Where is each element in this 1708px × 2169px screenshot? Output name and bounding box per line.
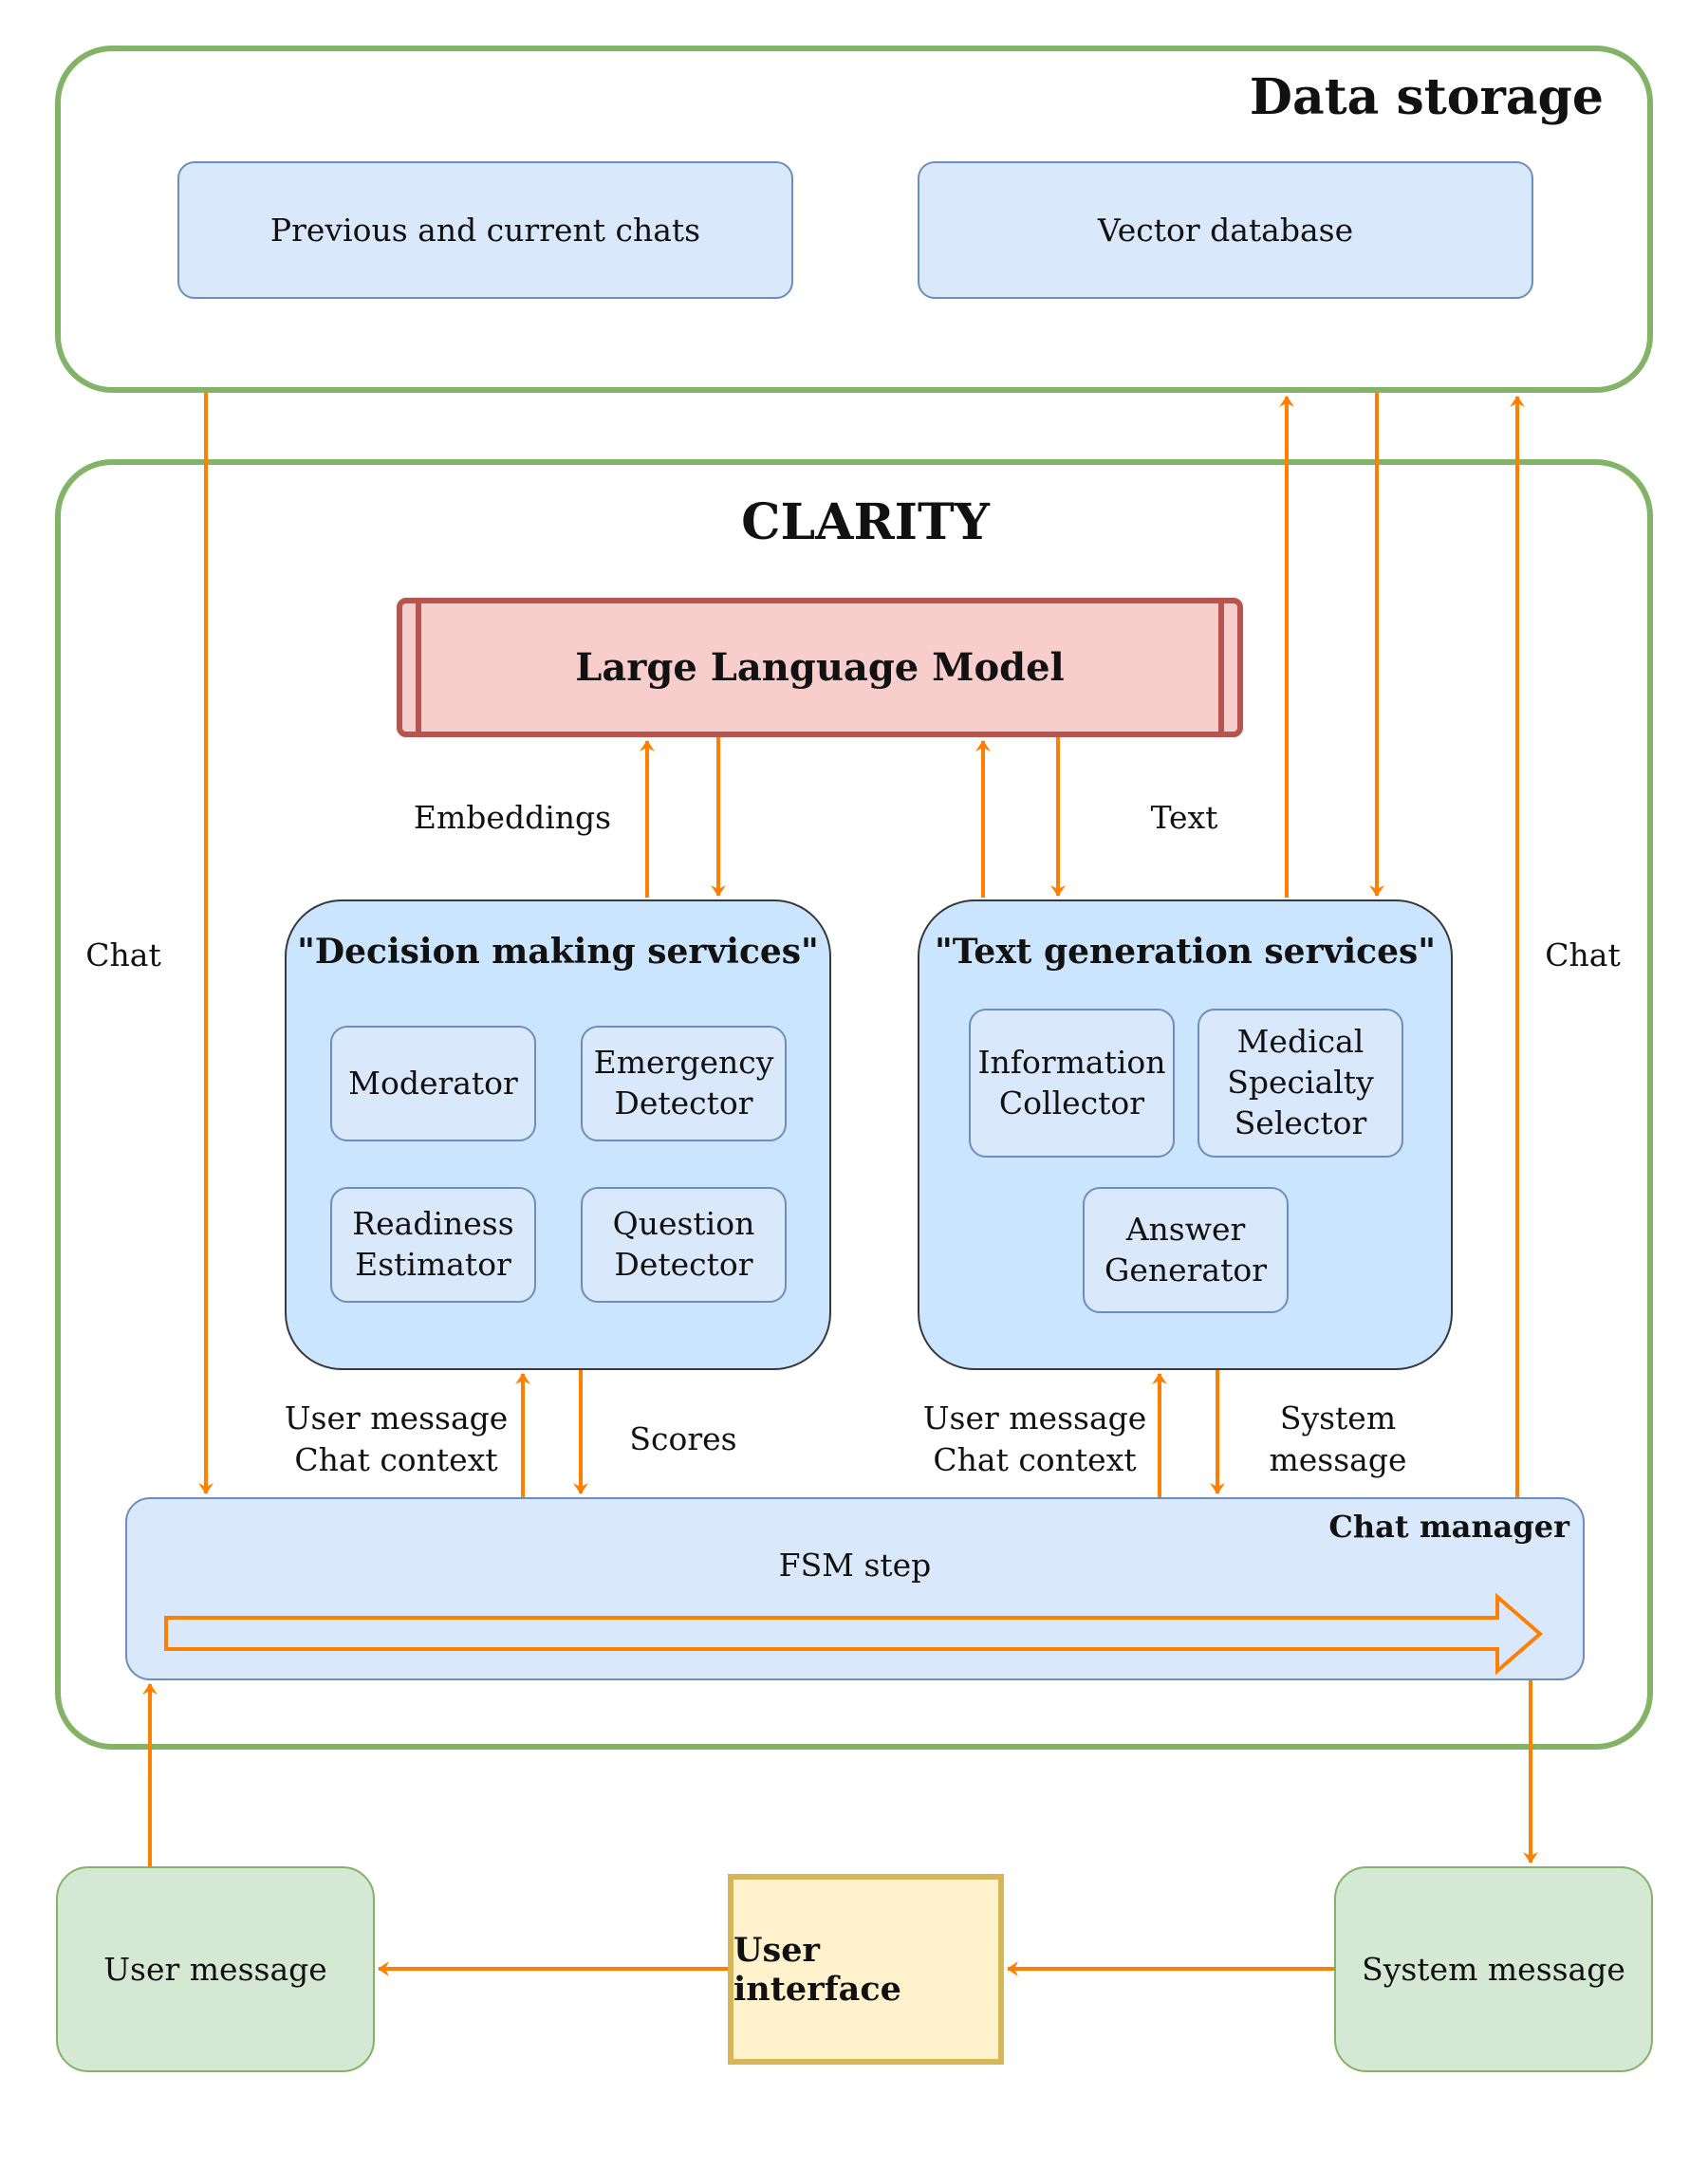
user-interface-box[interactable]: User interface bbox=[728, 1874, 1004, 2065]
llm-right-bar bbox=[1218, 603, 1224, 732]
emergency-detector-box[interactable]: Emergency Detector bbox=[581, 1026, 787, 1141]
moderator-box[interactable]: Moderator bbox=[330, 1026, 536, 1141]
information-collector-box[interactable]: Information Collector bbox=[969, 1009, 1175, 1158]
vector-database-box[interactable]: Vector database bbox=[918, 161, 1533, 299]
dm-input-label: User message Chat context bbox=[284, 1400, 509, 1478]
system-message-box[interactable]: System message bbox=[1334, 1866, 1653, 2072]
answer-generator-box[interactable]: Answer Generator bbox=[1083, 1187, 1289, 1313]
chat-right-label: Chat bbox=[1545, 936, 1621, 973]
chat-left-label: Chat bbox=[85, 936, 161, 973]
user-message-box[interactable]: User message bbox=[56, 1866, 375, 2072]
readiness-estimator-box[interactable]: Readiness Estimator bbox=[330, 1187, 536, 1303]
dm-output-label: Scores bbox=[629, 1420, 737, 1457]
medical-specialty-selector-box[interactable]: Medical Specialty Selector bbox=[1197, 1009, 1403, 1158]
chat-manager-title: Chat manager bbox=[1328, 1509, 1569, 1545]
fsm-step-label: FSM step bbox=[778, 1547, 932, 1584]
embeddings-label: Embeddings bbox=[413, 799, 612, 836]
data-storage-title: Data storage bbox=[1249, 68, 1604, 126]
llm-label: Large Language Model bbox=[575, 645, 1065, 690]
text-label: Text bbox=[1150, 799, 1218, 836]
clarity-title: CLARITY bbox=[741, 493, 990, 551]
tg-output-label: System message bbox=[1269, 1400, 1407, 1478]
chat-manager-box[interactable]: Chat manager FSM step bbox=[125, 1497, 1585, 1680]
decision-services-title: "Decision making services" bbox=[297, 932, 819, 972]
question-detector-box[interactable]: Question Detector bbox=[581, 1187, 787, 1303]
text-generation-services-title: "Text generation services" bbox=[935, 932, 1436, 972]
llm-left-bar bbox=[416, 603, 421, 732]
tg-input-label: User message Chat context bbox=[922, 1400, 1147, 1478]
chats-storage-box[interactable]: Previous and current chats bbox=[177, 161, 793, 299]
llm-box[interactable]: Large Language Model bbox=[397, 598, 1243, 737]
